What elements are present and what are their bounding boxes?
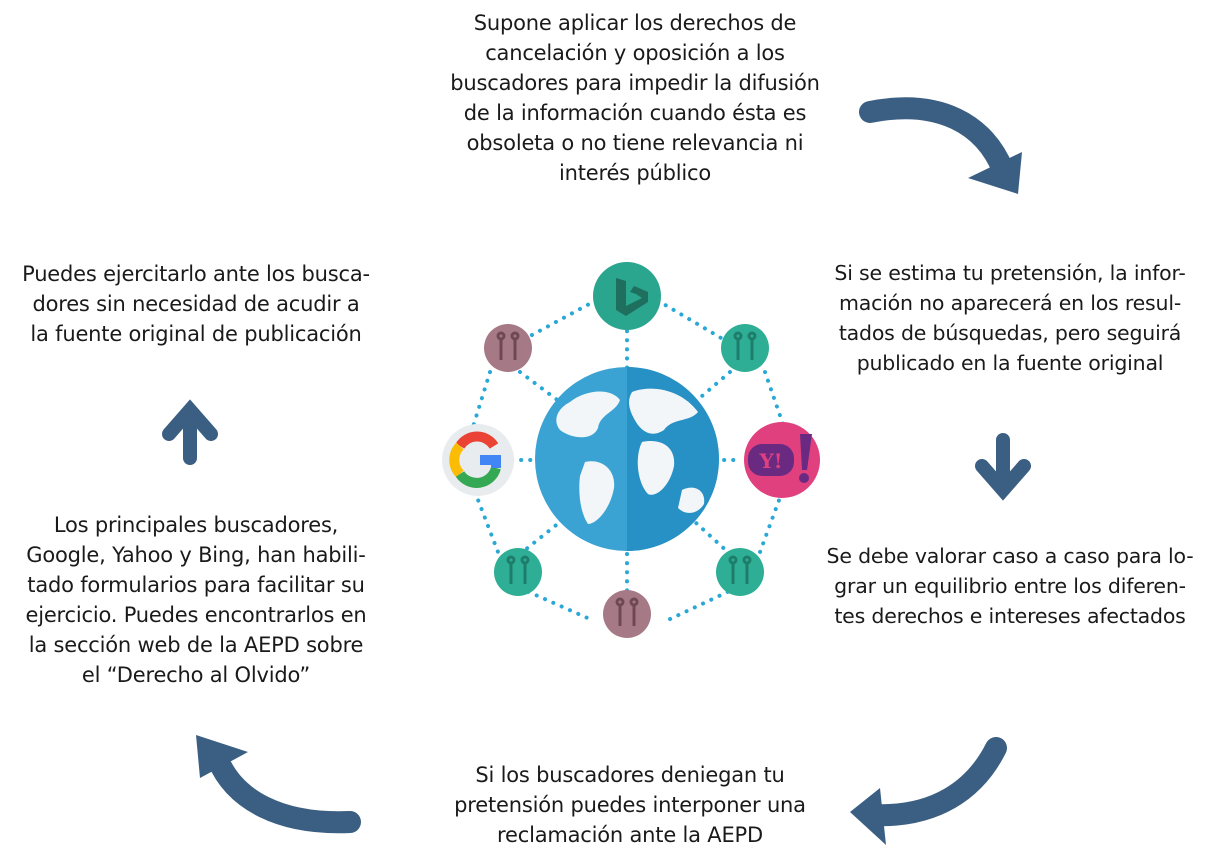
people-icon-5: [603, 590, 651, 638]
yahoo-icon: Y!: [744, 422, 820, 498]
step-text-left-bottom: Los principales buscadores, Google, Yaho…: [25, 513, 367, 687]
arrow-head-bottom-left: [196, 735, 248, 778]
people-icon-2: [721, 324, 769, 372]
arrow-bottom-left: [207, 749, 361, 834]
arrow-down-right: [975, 433, 1031, 501]
arrow-bottom-right: [861, 737, 1007, 827]
dotted-connectors: [470, 294, 787, 622]
yahoo-logo-text: Y!: [758, 449, 782, 473]
people-icon-4: [716, 548, 764, 596]
globe-icon: [535, 367, 719, 551]
step-text-right-top: Si se estima tu pretensión, la infor- ma…: [834, 261, 1186, 375]
arrow-up-left: [162, 399, 218, 465]
arrow-top-right: [859, 97, 1014, 181]
step-text-bottom: Si los buscadores deniegan tu pretensión…: [454, 763, 806, 847]
step-text-left-top: Puedes ejercitarlo ante los busca- dores…: [22, 262, 370, 346]
people-icon-3: [494, 548, 542, 596]
step-text-top: Supone aplicar los derechos de cancelaci…: [450, 11, 820, 185]
google-icon: [442, 424, 514, 496]
step-text-right-bottom: Se debe valorar caso a caso para lo- gra…: [826, 544, 1194, 628]
arrow-head-top-right: [968, 152, 1022, 194]
people-icon-1: [484, 324, 532, 372]
bing-icon: [593, 262, 661, 330]
search-engines-globe-diagram: Y!: [442, 262, 820, 638]
